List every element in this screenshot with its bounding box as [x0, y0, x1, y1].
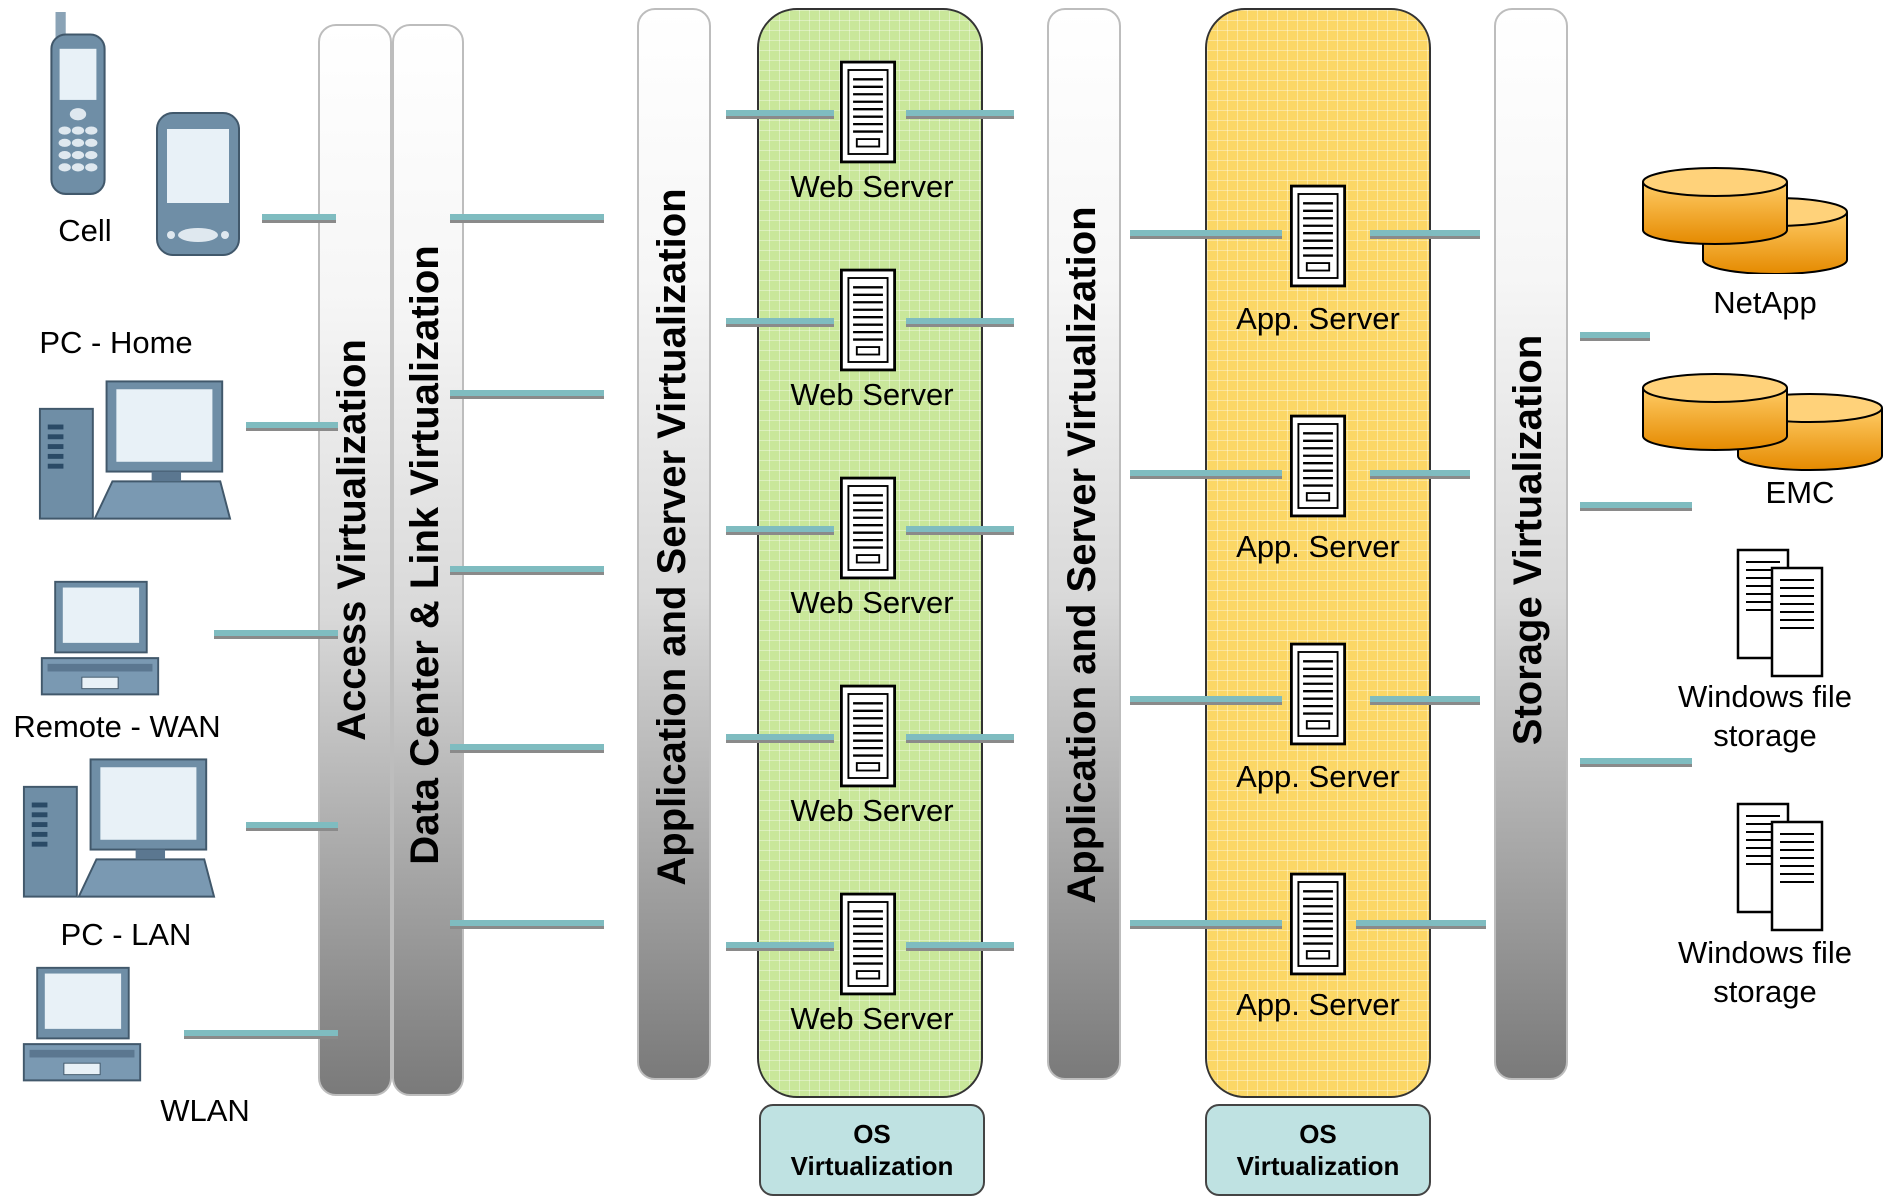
- connector-line: [906, 734, 1014, 743]
- web-server-icon: [840, 684, 896, 788]
- connector-line: [906, 942, 1014, 951]
- access-virtualization-label: Access Virtualization: [330, 339, 374, 741]
- connector-line: [1370, 470, 1470, 479]
- connector-line: [1356, 920, 1486, 929]
- laptop-icon: [38, 572, 162, 708]
- connector-line: [726, 942, 834, 951]
- netapp-label: NetApp: [1713, 285, 1817, 320]
- connector-line: [726, 734, 834, 743]
- app-server-virtualization-bar-2: [1047, 8, 1121, 1080]
- connector-line: [906, 318, 1014, 327]
- connector-line: [450, 920, 604, 929]
- app-server-icon: [1290, 642, 1346, 746]
- connector-line: [1130, 470, 1282, 479]
- os-virtualization-box-web: OS Virtualization: [759, 1104, 985, 1196]
- storage-virtualization-bar: [1494, 8, 1568, 1080]
- connector-line: [214, 630, 338, 639]
- connector-line: [1130, 230, 1282, 239]
- pc-lan-label: PC - LAN: [60, 917, 192, 952]
- windows-file-storage-line1: Windows file: [1678, 679, 1852, 714]
- app-server-virtualization-label-1: Application and Server Virtualization: [650, 188, 694, 886]
- os-virtualization-line2: Virtualization: [790, 1151, 954, 1181]
- windows-file-storage-line2: storage: [1713, 717, 1817, 753]
- connector-line: [1580, 332, 1650, 341]
- os-virtualization-box-app: OS Virtualization: [1205, 1104, 1431, 1196]
- app-server-label: App. Server: [1236, 759, 1400, 794]
- connector-line: [726, 110, 834, 119]
- connector-line: [450, 566, 604, 575]
- connector-line: [1370, 696, 1480, 705]
- connector-line: [1370, 230, 1480, 239]
- web-server-label: Web Server: [790, 793, 954, 828]
- connector-line: [450, 214, 604, 223]
- wlan-label: WLAN: [160, 1093, 250, 1128]
- pda-icon: [153, 108, 243, 260]
- cell-label: Cell: [58, 213, 112, 248]
- app-server-icon: [1290, 414, 1346, 518]
- web-server-icon: [840, 268, 896, 372]
- os-virtualization-line1: OS: [853, 1119, 891, 1149]
- desktop-pc-icon: [20, 756, 216, 901]
- os-virtualization-line1: OS: [1299, 1119, 1337, 1149]
- windows-file-storage-label: Windows file storage: [1660, 678, 1870, 756]
- web-server-label: Web Server: [790, 1001, 954, 1036]
- pc-home-label: PC - Home: [39, 325, 193, 360]
- storage-virtualization-label: Storage Virtualization: [1506, 334, 1550, 746]
- app-server-icon: [1290, 872, 1346, 976]
- cell-phone-icon: [44, 12, 112, 196]
- web-server-icon: [840, 60, 896, 164]
- web-server-icon: [840, 892, 896, 996]
- connector-line: [906, 110, 1014, 119]
- emc-label: EMC: [1765, 475, 1835, 510]
- app-server-virtualization-bar-1: [637, 8, 711, 1080]
- connector-line: [246, 822, 338, 831]
- connector-line: [906, 526, 1014, 535]
- access-virtualization-bar: [318, 24, 392, 1096]
- connector-line: [450, 390, 604, 399]
- connector-line: [262, 214, 336, 223]
- web-server-label: Web Server: [790, 377, 954, 412]
- web-server-icon: [840, 476, 896, 580]
- app-server-label: App. Server: [1236, 301, 1400, 336]
- app-server-virtualization-label-2: Application and Server Virtualization: [1060, 206, 1104, 904]
- remote-wan-label: Remote - WAN: [13, 709, 221, 744]
- connector-line: [726, 526, 834, 535]
- connector-line: [1130, 696, 1282, 705]
- app-server-label: App. Server: [1236, 529, 1400, 564]
- connector-line: [726, 318, 834, 327]
- windows-file-storage-label: Windows file storage: [1660, 934, 1870, 1012]
- windows-file-storage-line2: storage: [1713, 973, 1817, 1009]
- windows-file-storage-icon: [1736, 802, 1826, 932]
- connector-line: [246, 422, 338, 431]
- laptop-icon: [20, 958, 144, 1094]
- netapp-database-icon: [1642, 167, 1848, 274]
- windows-file-storage-icon: [1736, 548, 1826, 678]
- connector-line: [184, 1030, 338, 1039]
- connector-line: [1130, 920, 1282, 929]
- windows-file-storage-line1: Windows file: [1678, 935, 1852, 970]
- app-server-icon: [1290, 184, 1346, 288]
- datacenter-virtualization-label: Data Center & Link Virtualization: [403, 245, 447, 865]
- connector-line: [1580, 502, 1692, 511]
- os-virtualization-line2: Virtualization: [1236, 1151, 1400, 1181]
- connector-line: [450, 744, 604, 753]
- web-server-label: Web Server: [790, 585, 954, 620]
- datacenter-virtualization-bar: [392, 24, 464, 1096]
- desktop-pc-icon: [36, 378, 232, 523]
- app-server-label: App. Server: [1236, 987, 1400, 1022]
- emc-database-icon: [1642, 373, 1883, 471]
- connector-line: [1580, 758, 1692, 767]
- web-server-label: Web Server: [790, 169, 954, 204]
